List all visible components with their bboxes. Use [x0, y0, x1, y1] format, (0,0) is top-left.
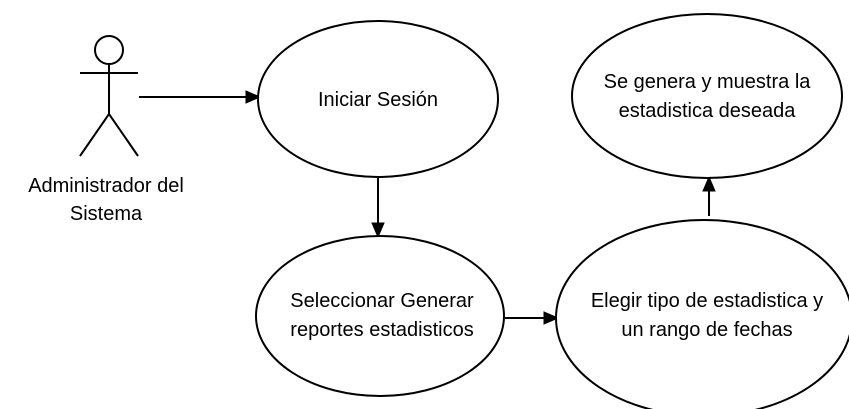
arrow-actor-to-login: [139, 90, 262, 104]
arrow-login-to-select: [371, 178, 385, 239]
use-case-show-stats-line2: estadistica deseada: [619, 100, 797, 122]
use-case-show-stats[interactable]: [571, 13, 843, 179]
use-case-choose-type[interactable]: [555, 219, 849, 409]
use-case-choose-type-line1: Elegir tipo de estadistica y: [591, 290, 823, 312]
actor-right-leg: [108, 113, 139, 157]
actor-label-line2: Sistema: [70, 203, 143, 225]
arrow-select-to-choose: [505, 311, 560, 325]
actor-head: [94, 35, 124, 65]
actor-left-leg: [79, 113, 110, 157]
use-case-show-stats-line1: Se genera y muestra la: [604, 71, 812, 93]
use-case-select-reports[interactable]: [255, 235, 505, 397]
use-case-login-label: Iniciar Sesión: [318, 89, 438, 111]
arrow-choose-to-show: [702, 175, 716, 216]
actor-label-line1: Administrador del: [28, 175, 184, 197]
use-case-choose-type-line2: un rango de fechas: [621, 319, 792, 341]
actor-figure[interactable]: [79, 35, 139, 157]
use-case-select-reports-line2: reportes estadisticos: [290, 319, 473, 341]
use-case-select-reports-line1: Seleccionar Generar: [290, 290, 474, 312]
use-case-login[interactable]: [257, 20, 499, 178]
